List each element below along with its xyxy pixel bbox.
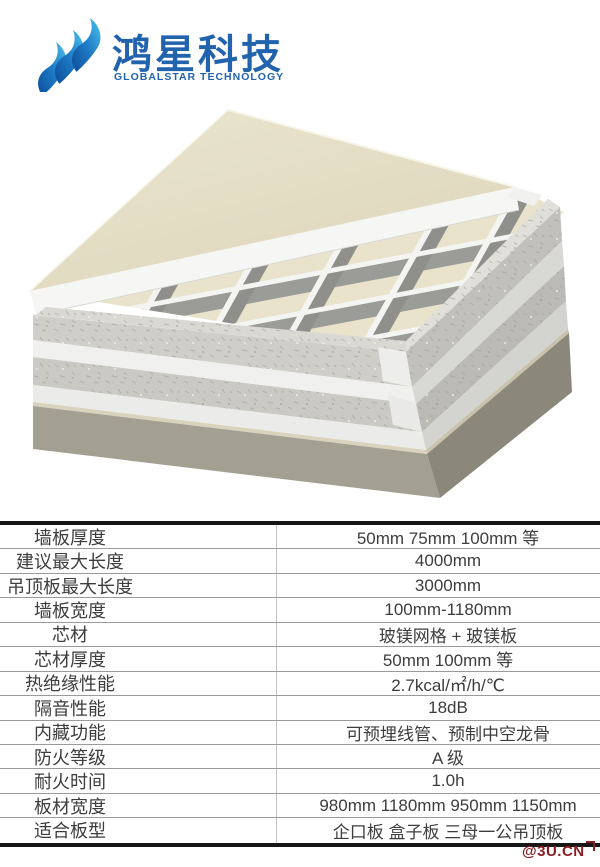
row-value: 1.0h <box>431 771 465 791</box>
core-grid <box>30 187 564 352</box>
watermark-text: @3U.CN <box>522 843 585 860</box>
row-value: 980mm 1180mm 950mm 1150mm <box>319 795 577 815</box>
table-row: 吊顶板最大长度 3000mm <box>0 574 600 599</box>
logo-wave-icon <box>38 17 101 92</box>
row-label: 热绝缘性能 <box>25 674 115 695</box>
table-row: 墙板厚度 50mm 75mm 100mm 等 <box>0 525 600 550</box>
table-row: 热绝缘性能 2.7kcal/㎡/h/℃ <box>0 672 600 697</box>
row-label: 板材宽度 <box>34 796 106 817</box>
white-skin-bottom <box>33 301 568 450</box>
table-row: 防火等级 A 级 <box>0 745 600 770</box>
table-row: 内藏功能 可预埋线管、预制中空龙骨 <box>0 721 600 745</box>
row-label: 芯材 <box>52 625 88 646</box>
table-row: 隔音性能 18dB <box>0 696 600 721</box>
row-value: 2.7kcal/㎡/h/℃ <box>391 675 505 695</box>
row-value: 可预埋线管、预制中空龙骨 <box>346 724 550 744</box>
table-row: 墙板宽度 100mm-1180mm <box>0 598 600 623</box>
row-label: 内藏功能 <box>34 723 106 744</box>
table-row: 板材宽度 980mm 1180mm 950mm 1150mm <box>0 794 600 819</box>
row-label: 适合板型 <box>34 821 106 842</box>
row-value: 4000mm <box>414 551 482 571</box>
row-value: 3000mm <box>414 575 482 595</box>
watermark-tick <box>585 841 595 851</box>
stucco-frame-top <box>36 199 560 352</box>
row-value: 玻镁网格 + 玻镁板 <box>378 626 518 646</box>
company-name-en: GLOBALSTAR TECHNOLOGY <box>114 71 285 83</box>
row-value: A 级 <box>431 749 465 769</box>
white-skin-mid <box>33 241 564 404</box>
cut-edge-band <box>30 187 542 316</box>
row-label: 防火等级 <box>34 747 106 768</box>
row-value: 100mm-1180mm <box>384 600 512 620</box>
stucco-bar-upper <box>33 207 562 387</box>
row-label: 芯材厚度 <box>34 649 106 670</box>
row-label: 建议最大长度 <box>16 552 124 573</box>
spec-table: 墙板厚度 50mm 75mm 100mm 等 建议最大长度 4000mm 吊顶板… <box>0 521 600 847</box>
column-divider <box>276 525 277 843</box>
table-row: 建议最大长度 4000mm <box>0 549 600 574</box>
product-cutaway-illustration <box>29 109 572 498</box>
watermark: @3U.CN <box>522 841 595 860</box>
top-skin-panel <box>29 109 516 292</box>
row-label: 墙板宽度 <box>34 601 106 622</box>
base-layer <box>33 329 572 498</box>
table-row: 耐火时间 1.0h <box>0 769 600 794</box>
row-value: 50mm 75mm 100mm 等 <box>356 529 540 549</box>
table-row: 适合板型 企口板 盒子板 三母一公吊顶板 <box>0 818 600 842</box>
row-label: 吊顶板最大长度 <box>7 576 133 597</box>
row-value: 50mm 100mm 等 <box>382 651 514 671</box>
row-value: 18dB <box>428 697 468 717</box>
table-row: 芯材厚度 50mm 100mm 等 <box>0 647 600 672</box>
company-name-zh: 鸿星科技 <box>112 33 284 77</box>
row-value: 企口板 盒子板 三母一公吊顶板 <box>332 822 564 842</box>
row-label: 墙板厚度 <box>34 527 106 548</box>
row-label: 隔音性能 <box>34 698 106 719</box>
table-row: 芯材 玻镁网格 + 玻镁板 <box>0 623 600 648</box>
logo: 鸿星科技 GLOBALSTAR TECHNOLOGY <box>0 0 600 100</box>
stucco-bar-lower <box>33 266 566 432</box>
row-label: 耐火时间 <box>34 772 106 793</box>
